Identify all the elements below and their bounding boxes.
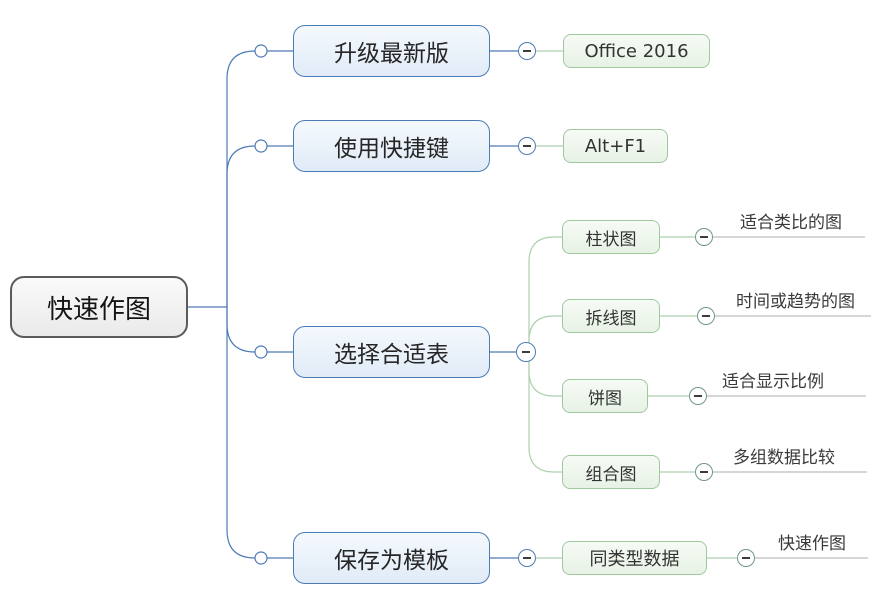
collapse-handle[interactable] (737, 549, 755, 567)
minus-glyph (742, 557, 750, 559)
leaf-topic-multi-compare[interactable]: 多组数据比较 (733, 448, 835, 468)
subtopic-office2016[interactable]: Office 2016 (563, 34, 710, 68)
minus-glyph (522, 351, 530, 353)
root-topic[interactable]: 快速作图 (10, 276, 188, 338)
expand-dot[interactable] (254, 139, 268, 153)
subtopic-wires (528, 50, 737, 559)
subtopic-bar-chart[interactable]: 柱状图 (562, 220, 660, 254)
collapse-handle[interactable] (518, 137, 536, 155)
minus-glyph (523, 557, 531, 559)
leaf-topic-time-trend[interactable]: 时间或趋势的图 (736, 292, 855, 312)
collapse-handle[interactable] (689, 387, 707, 405)
leaf-topic-analogy[interactable]: 适合类比的图 (740, 213, 842, 233)
collapse-handle[interactable] (518, 549, 536, 567)
expand-dot[interactable] (254, 551, 268, 565)
branch-topic-save-template[interactable]: 保存为模板 (293, 532, 490, 584)
collapse-handle[interactable] (695, 228, 713, 246)
collapse-handle[interactable] (518, 42, 536, 60)
leaf-underlines (707, 236, 871, 559)
subtopic-pie-chart[interactable]: 饼图 (562, 379, 648, 413)
leaf-topic-quick-chart[interactable]: 快速作图 (778, 534, 846, 554)
collapse-handle[interactable] (516, 342, 536, 362)
branch-topic-upgrade[interactable]: 升级最新版 (293, 25, 490, 77)
collapse-handle[interactable] (697, 307, 715, 325)
branch-topic-shortcut[interactable]: 使用快捷键 (293, 120, 490, 172)
branch-topic-choose-chart[interactable]: 选择合适表 (293, 326, 490, 378)
expand-dot[interactable] (254, 44, 268, 58)
leaf-topic-proportion[interactable]: 适合显示比例 (722, 372, 824, 392)
subtopic-combo-chart[interactable]: 组合图 (562, 455, 660, 489)
minus-glyph (523, 50, 531, 52)
minus-glyph (702, 315, 710, 317)
minus-glyph (523, 145, 531, 147)
expand-dot[interactable] (254, 345, 268, 359)
minus-glyph (700, 236, 708, 238)
minus-glyph (694, 395, 702, 397)
minus-glyph (700, 471, 708, 473)
subtopic-same-type-data[interactable]: 同类型数据 (562, 541, 707, 575)
collapse-handle[interactable] (695, 463, 713, 481)
subtopic-line-chart[interactable]: 拆线图 (562, 299, 660, 333)
subtopic-altf1[interactable]: Alt+F1 (563, 129, 668, 163)
